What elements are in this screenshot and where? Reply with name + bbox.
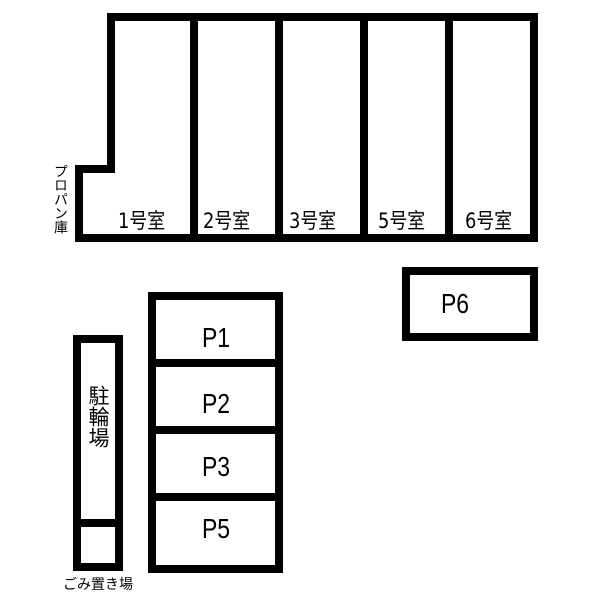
room-divider	[360, 13, 368, 242]
parking-divider	[148, 493, 283, 501]
parking-divider	[148, 359, 283, 367]
parking-divider	[148, 426, 283, 434]
parking-space-p6	[402, 267, 538, 341]
parking-p6-label: P6	[440, 288, 470, 319]
room-divider	[190, 13, 198, 242]
room-1-label: 1号室	[118, 209, 166, 233]
propane-storage	[75, 165, 115, 242]
apartment-building	[107, 13, 538, 242]
room-6-label: 6号室	[465, 209, 513, 233]
parking-p2-label: P2	[201, 388, 231, 419]
parking-p1-label: P1	[201, 322, 231, 353]
bicycle-parking-label: 駐輪場	[86, 385, 110, 448]
bicycle-parking	[73, 335, 123, 571]
garbage-area-label: ごみ置き場	[63, 577, 133, 593]
room-divider	[445, 13, 453, 242]
room-divider	[275, 13, 283, 242]
room-3-label: 3号室	[289, 209, 337, 233]
propane-storage-label: プロパン庫	[52, 164, 68, 234]
garbage-area	[81, 527, 115, 563]
parking-p5-label: P5	[201, 513, 231, 544]
parking-p3-label: P3	[201, 451, 231, 482]
room-2-label: 2号室	[203, 209, 251, 233]
room-5-label: 5号室	[378, 209, 426, 233]
bicycle-garbage-divider	[73, 519, 123, 527]
